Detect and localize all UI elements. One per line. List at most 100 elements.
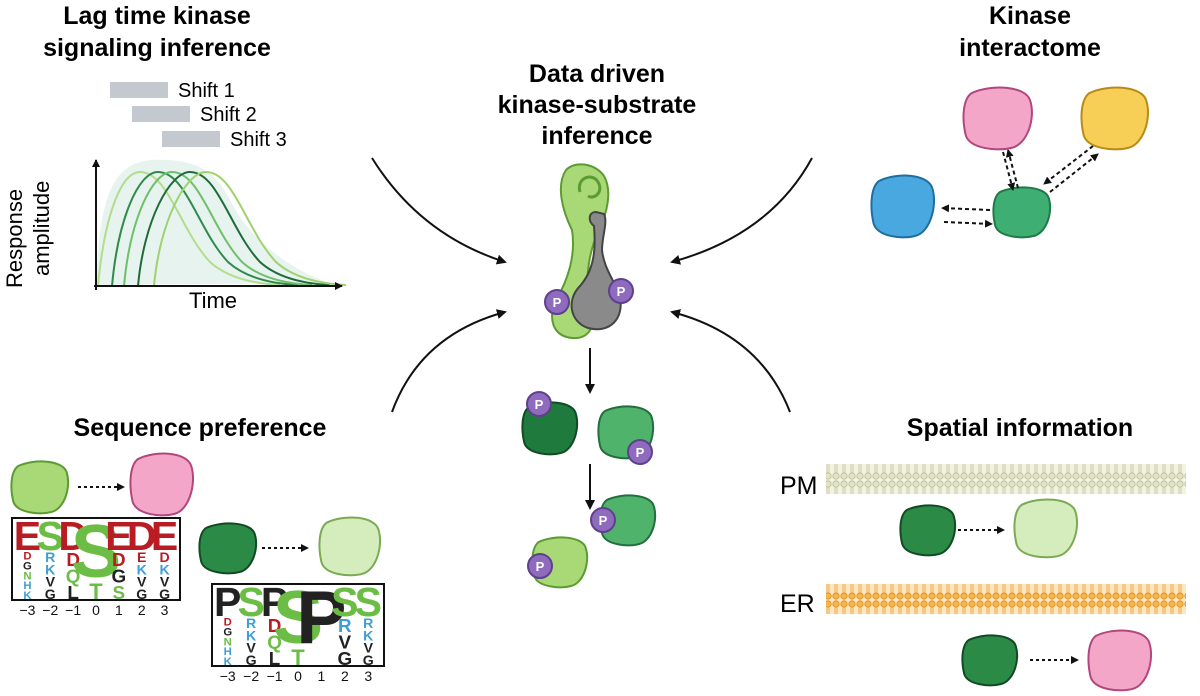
interactome-green-protein [992,186,1052,239]
logo-letter: K [363,627,374,643]
logo-letter-top: S [37,513,64,559]
shift-bar-1 [110,82,168,98]
title-spatial-information: Spatial information [907,414,1133,442]
x-axis-label: Time [189,288,237,313]
substrate-gray-body [570,210,622,331]
logo-letter: V [137,574,147,590]
center-phospho-2: P [627,439,653,465]
phospho-label: P [535,397,544,412]
curve-envelope [96,159,330,285]
logo-letter: V [339,632,352,653]
logo-letter: D [224,617,232,629]
title-interactome-line2: interactome [959,34,1101,62]
interactome-arrow-pink-down [1002,151,1016,191]
logo-letter-top: S [355,579,382,625]
phospho-site-left: P [544,289,570,315]
interactome-arrow-yellow-in [1043,145,1094,185]
logo-index-label: −1 [65,602,81,618]
title-lag-time-line2: signaling inference [43,34,271,62]
title-sequence-preference: Sequence preference [74,414,327,442]
svg-text:P: P [617,284,626,299]
endoplasmic-reticulum-membrane [826,584,1186,614]
logo-letter: K [159,561,170,577]
logo-letter: D [268,615,282,636]
logo-letter: V [246,640,256,656]
logo-letter-top: E [105,513,132,559]
logo-letter-top: E [151,513,178,559]
lag-time-chart: Shift 1 Shift 2 Shift 3 Response amplitu… [2,80,347,313]
logo-letter-top: E [14,513,41,559]
shift-label-3: Shift 3 [230,129,287,151]
response-curves [97,170,347,287]
logo-frame [11,517,181,601]
interactome-arrow-blue-out [943,219,993,228]
logo-letter-top: P [296,575,346,659]
logo-letter: R [363,615,373,631]
center-phospho-1: P [526,391,552,417]
logo-letter-top: D [127,513,157,559]
logo-letter: K [224,656,233,668]
sequence-pink-substrate [129,452,194,517]
logo-letter: S [113,582,126,603]
title-center-line1: Data driven [529,60,665,88]
kinase-substrate-complex: P P [544,163,634,340]
response-curve-3 [123,170,313,287]
interactome-arrows [941,145,1099,228]
interactome-pink-protein [962,86,1033,151]
logo-letter: L [67,582,79,603]
spatial-er-dark-green-kinase [961,634,1019,687]
logo-letter: D [159,549,169,565]
logo-index-label: 2 [138,602,146,618]
title-interactome-line1: Kinase [989,2,1071,30]
arrow-from-interactome [670,157,813,265]
kinase-green-loop [577,175,602,199]
logo-letter-top: S [273,575,323,659]
title-center-line3: inference [541,122,652,150]
phospho-site-right: P [608,278,634,304]
logo-letter: Q [267,632,282,653]
logo-letter: G [338,648,353,669]
spatial-pm-light-green-substrate [1013,498,1078,559]
logo-letter-top: S [237,579,264,625]
logo-letter: D [112,549,126,570]
center-phospho-3: P [590,507,616,533]
interactome-arrow-pink-up [1005,149,1019,189]
arrow-from-lag-time [371,157,507,265]
sequence-light-green-substrate [318,516,382,577]
logo-index-label: 1 [318,668,326,684]
logo-letter: T [291,645,305,670]
logo-letter: Q [66,566,81,587]
logo-index-label: −3 [19,602,35,618]
logo-letter: D [66,549,80,570]
response-curve-5 [153,170,347,287]
logo-index-label: 2 [341,668,349,684]
logo-letter: R [338,615,352,636]
logo-frame [211,583,385,667]
logo-letter: K [137,561,148,577]
interactome-arrow-blue-in [941,204,991,213]
sequence-pale-green-kinase [10,460,70,515]
spatial-pm-dark-green-kinase [899,504,957,557]
svg-text:P: P [553,295,562,310]
shift-label-2: Shift 2 [200,104,257,126]
logo-index-label: 3 [161,602,169,618]
logo-letter: T [89,579,103,604]
logo-letter: V [160,574,170,590]
logo-letter: N [23,570,31,582]
spatial-er-pink-substrate [1087,629,1152,692]
logo-index-label: −3 [220,668,236,684]
protein-blobs: P P P P [10,86,1152,692]
title-lag-time-line1: Lag time kinase [63,2,251,30]
logo-index-label: −2 [42,602,58,618]
logo-letter: D [23,551,31,563]
logo-letter: V [364,640,374,656]
logo-letter: R [246,615,256,631]
response-curve-4 [137,170,331,287]
logo-letter: K [246,627,257,643]
interactome-yellow-protein [1080,86,1149,151]
shift-bar-3 [162,131,220,147]
shift-label-1: Shift 1 [178,80,235,102]
sequence-logo-1: EDGNHK−3SRKVG−2DDQL−1ST0EDGS1DEKVG2EDKVG… [11,509,181,618]
logo-letter: G [23,560,32,572]
title-center-line2: kinase-substrate [498,91,697,119]
